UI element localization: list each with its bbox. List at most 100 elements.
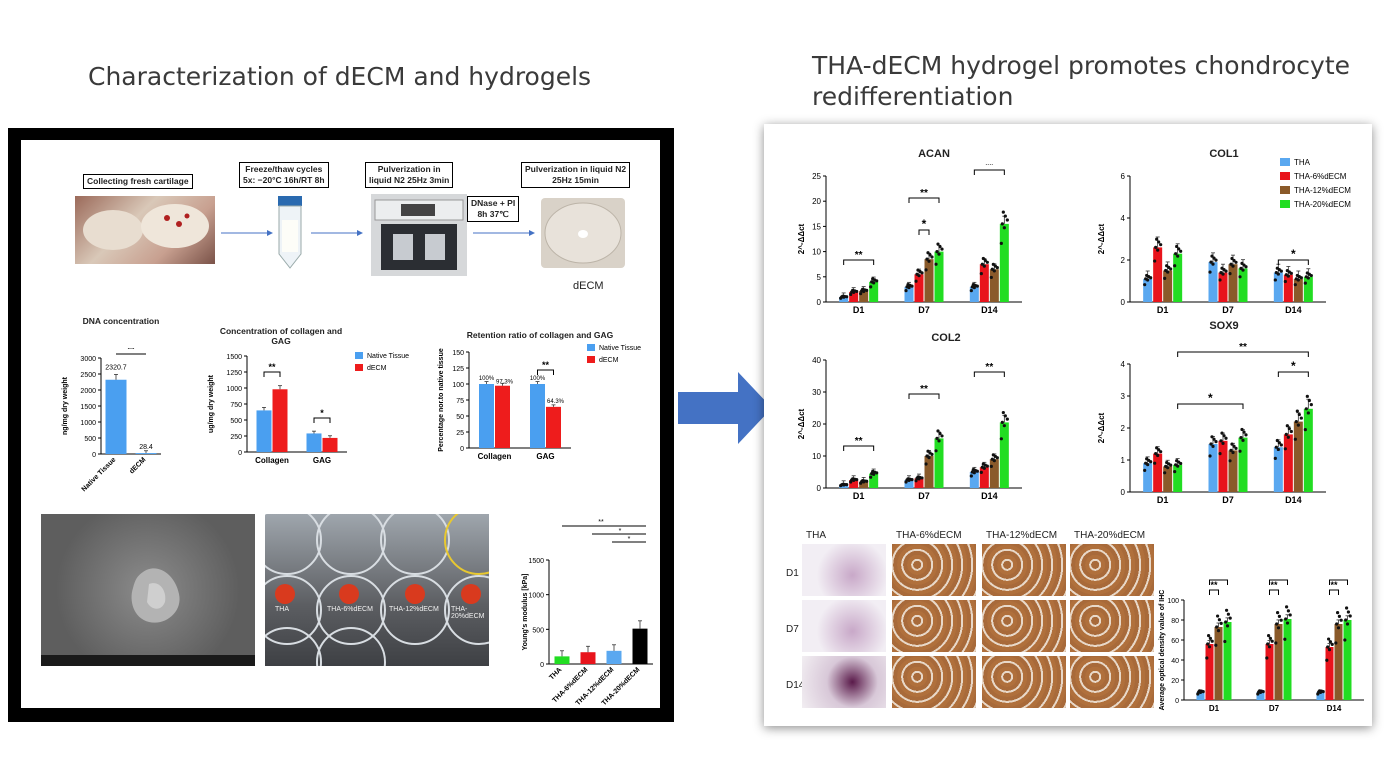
data-point: [1207, 634, 1211, 638]
data-point: [1000, 420, 1004, 424]
data-point: [1003, 414, 1007, 418]
data-point: [1240, 427, 1244, 432]
y-tick-label: 10: [812, 452, 821, 461]
data-point: [1309, 273, 1313, 278]
ihc-column-label: THA-6%dECM: [896, 530, 962, 541]
legend-swatch: [1280, 172, 1290, 180]
x-tick-label: GAG: [313, 456, 331, 465]
data-point: [1273, 278, 1277, 282]
data-point: [1230, 256, 1234, 261]
data-point: [1230, 442, 1234, 446]
data-point: [975, 284, 979, 288]
data-point: [1001, 410, 1005, 415]
data-point: [1166, 270, 1170, 274]
bar: [256, 410, 272, 452]
data-point: [925, 257, 929, 261]
bar: [530, 384, 545, 448]
data-point: [1214, 440, 1218, 444]
bar: [1228, 264, 1238, 302]
ihc-micrograph: [802, 600, 886, 652]
data-point: [1157, 448, 1161, 452]
data-point: [1231, 450, 1235, 455]
data-point: [940, 247, 944, 251]
bar: [859, 481, 869, 488]
significance-label: **: [1330, 580, 1338, 590]
significance-label: *: [922, 217, 927, 231]
y-tick-label: 1000: [226, 386, 242, 393]
data-point: [1153, 259, 1157, 263]
data-point: [910, 478, 914, 482]
data-point: [1214, 643, 1218, 647]
data-point: [1265, 656, 1269, 660]
data-point: [1146, 278, 1150, 282]
data-point: [1241, 268, 1245, 272]
data-point: [1244, 265, 1248, 269]
data-point: [1283, 279, 1287, 284]
col2-chart-title: COL2: [931, 332, 961, 344]
data-point: [1169, 463, 1173, 467]
data-point: [1295, 409, 1299, 413]
significance-bracket: [313, 417, 331, 423]
step-pulverize1-label: Pulverization in liquid N2 25Hz 3min: [365, 162, 454, 188]
value-label: 100%: [479, 376, 495, 382]
retention-chart-title: Retention ratio of collagen and GAG: [466, 330, 614, 340]
y-tick-label: 1500: [226, 354, 242, 361]
data-point: [1279, 618, 1283, 622]
data-point: [1306, 276, 1310, 280]
data-point: [989, 275, 993, 280]
data-point: [927, 456, 931, 460]
y-axis-label: 2^-ΔΔct: [1097, 412, 1106, 443]
data-point: [1175, 244, 1179, 249]
bar: [554, 656, 570, 664]
bar: [1283, 619, 1292, 700]
data-point: [1304, 407, 1308, 411]
bar: [1273, 272, 1283, 302]
bar: [1283, 274, 1293, 302]
x-tick-label: GAG: [536, 452, 554, 461]
significance-bracket: [263, 371, 281, 377]
data-point: [1154, 245, 1158, 249]
data-point: [862, 480, 866, 484]
data-point: [1266, 642, 1270, 646]
y-tick-label: 2000: [80, 388, 96, 395]
significance-label: **: [920, 384, 928, 395]
data-point: [1238, 449, 1242, 453]
bar: [969, 472, 979, 488]
data-point: [1287, 427, 1291, 431]
data-point: [936, 242, 940, 246]
data-point: [1346, 610, 1350, 614]
y-tick-label: 3: [1121, 392, 1126, 401]
bar: [1196, 692, 1205, 700]
data-point: [975, 469, 979, 473]
bar: [979, 264, 989, 302]
bar: [1153, 453, 1163, 492]
bar: [1334, 624, 1343, 700]
data-point: [1294, 420, 1298, 424]
legend-label: Native Tissue: [599, 345, 641, 352]
bar: [989, 459, 999, 488]
data-point: [1003, 214, 1007, 218]
bar: [914, 478, 924, 488]
data-point: [1309, 403, 1313, 407]
data-point: [937, 252, 941, 256]
petri-dish-photo: [541, 198, 625, 268]
sox9-chart-title: SOX9: [1209, 320, 1239, 332]
data-point: [1143, 468, 1147, 472]
x-tick-label: D7: [1222, 305, 1234, 315]
significance-bracket: [537, 369, 554, 375]
bar: [999, 422, 1009, 488]
ihc-micrograph: [1070, 544, 1154, 596]
data-point: [928, 253, 932, 257]
bar: [135, 453, 157, 454]
x-tick-label: Native Tissue: [81, 456, 118, 493]
well-label-tha20: THA-20%dECM: [451, 606, 485, 620]
data-point: [1224, 269, 1228, 273]
data-point: [1345, 606, 1349, 610]
collagen-gag-chart-title: Concentration of collagen and GAG: [219, 326, 343, 346]
y-tick-label: 250: [230, 434, 242, 441]
value-label: 28.4: [139, 444, 153, 451]
y-tick-label: 0: [1121, 298, 1126, 307]
legend-swatch: [1280, 200, 1290, 208]
y-axis-label: 2^-ΔΔct: [797, 408, 806, 439]
